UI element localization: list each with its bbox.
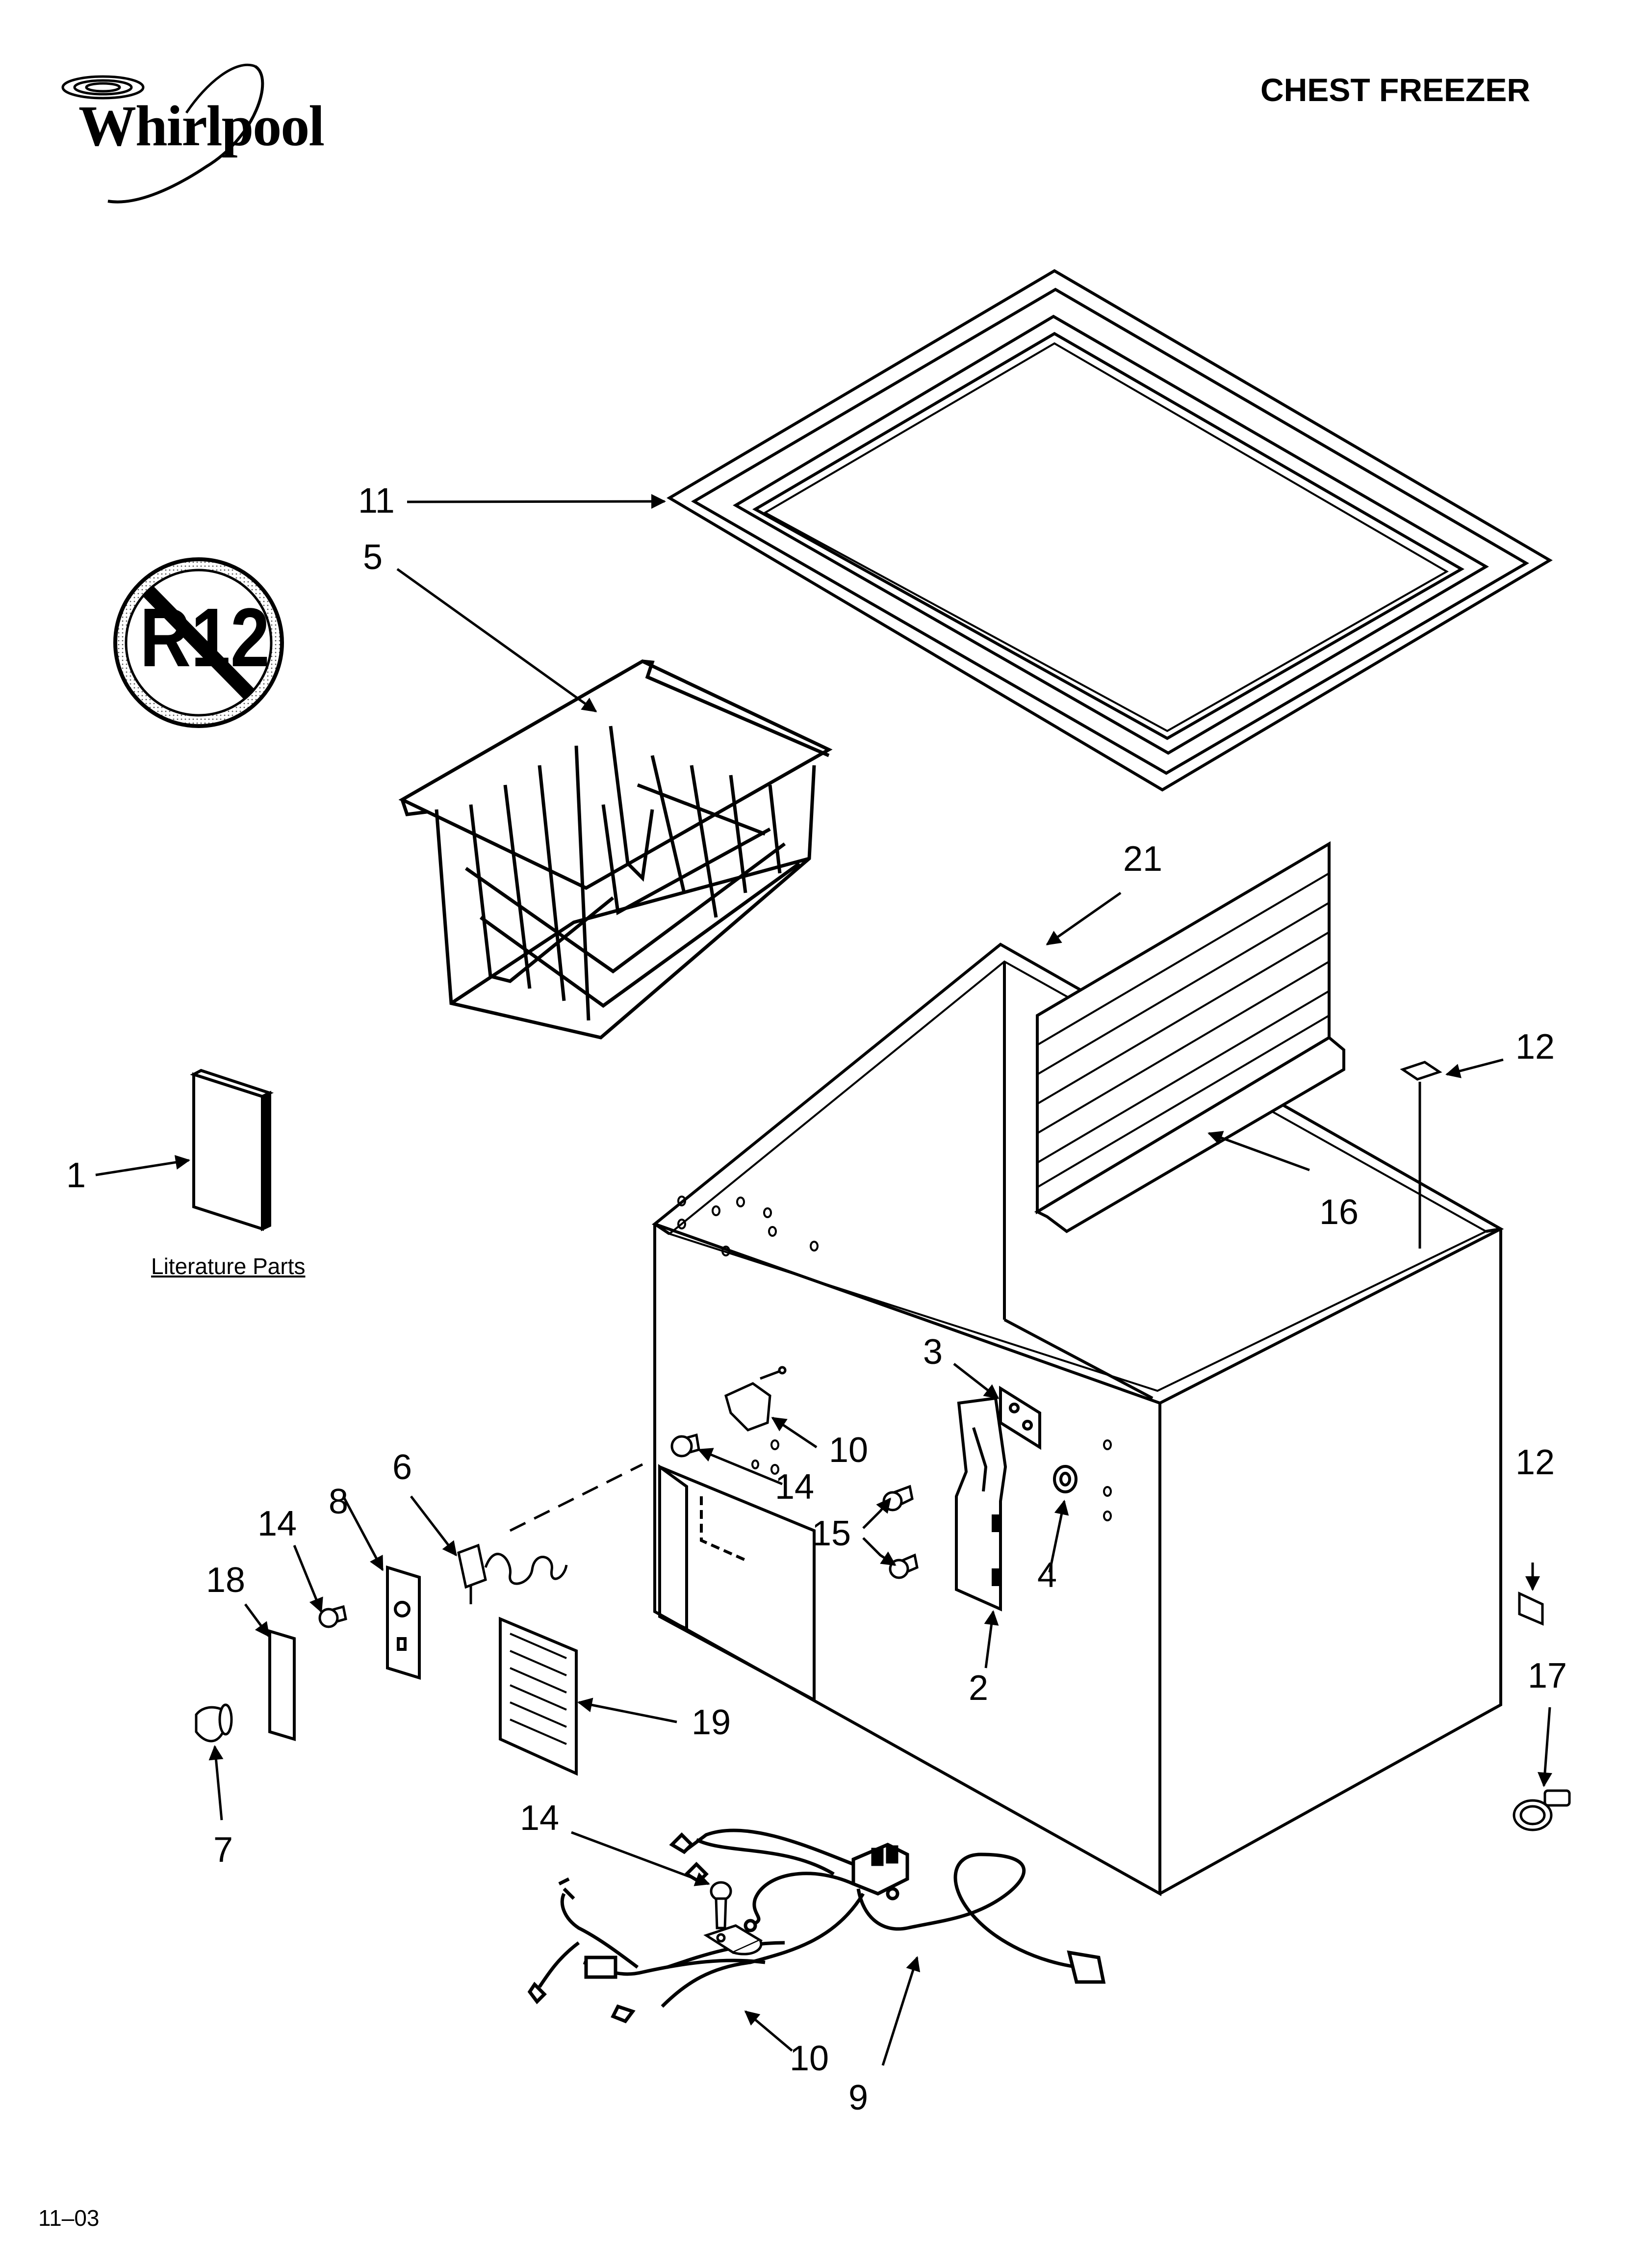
whirlpool-logo-text: Whirlpool [78, 94, 325, 158]
callout-8: 8 [329, 1482, 349, 1521]
callout-3: 3 [923, 1332, 943, 1372]
small-label-side [1518, 1591, 1544, 1626]
callout-10-lower: 10 [790, 2039, 829, 2078]
callout-11: 11 [358, 481, 395, 521]
wiring-harness [527, 1828, 1106, 2024]
callout-19: 19 [692, 1703, 731, 1742]
callout-9: 9 [848, 2078, 869, 2117]
grille [499, 1616, 578, 1776]
upper-clamp [724, 1366, 787, 1432]
cabinet-access-opening [658, 1464, 816, 1703]
callout-2: 2 [969, 1668, 989, 1708]
callout-17: 17 [1528, 1656, 1567, 1695]
callout-15: 15 [812, 1514, 851, 1553]
callout-16: 16 [1319, 1193, 1359, 1232]
literature-parts-label: Literature Parts [151, 1253, 306, 1279]
wire-basket [398, 659, 833, 1040]
divider-panel [1034, 841, 1345, 1233]
control-plate [386, 1565, 421, 1680]
cabinet-holes [677, 1196, 1112, 1521]
callout-21: 21 [1123, 839, 1163, 879]
date-code: 11–03 [38, 2205, 100, 2231]
callout-14-upper: 14 [775, 1467, 815, 1507]
leader-lines [95, 494, 1552, 2066]
thermostat [457, 1463, 643, 1604]
left-screw [318, 1605, 347, 1628]
freezer-cabinet [651, 942, 1504, 1897]
callout-10-upper: 10 [829, 1431, 869, 1470]
leveling-leg [1513, 1789, 1571, 1831]
hinge-screws [882, 1485, 919, 1579]
callout-7: 7 [213, 1830, 233, 1870]
callout-18: 18 [206, 1561, 246, 1600]
control-knob [195, 1703, 233, 1743]
lower-screw [710, 1881, 732, 1929]
hinge-assembly [955, 1385, 1078, 1612]
upper-screw [670, 1433, 700, 1458]
callout-1: 1 [66, 1156, 86, 1195]
callout-5: 5 [363, 538, 383, 577]
callout-14-lower: 14 [520, 1799, 560, 1838]
literature-book [190, 1069, 274, 1231]
callout-12-side: 12 [1515, 1443, 1555, 1482]
knob-strip [268, 1629, 296, 1742]
callout-12-top: 12 [1515, 1027, 1555, 1067]
whirlpool-swirl-icon [61, 63, 264, 204]
small-label-top [1400, 1061, 1442, 1249]
lid-liner-frame [667, 269, 1553, 792]
callout-4: 4 [1037, 1556, 1057, 1595]
no-r12-badge-icon [113, 557, 284, 728]
page-title: CHEST FREEZER [1260, 72, 1531, 108]
callout-6: 6 [392, 1448, 412, 1487]
r12-text: R12 [140, 591, 270, 684]
lower-clamp [703, 1924, 763, 1955]
callout-14-left: 14 [257, 1504, 297, 1543]
